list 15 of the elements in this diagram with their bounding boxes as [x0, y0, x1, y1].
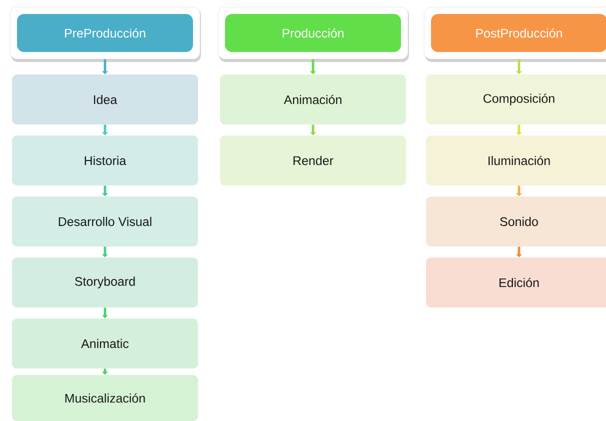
step-box: Idea	[12, 74, 198, 124]
step-box: Edición	[426, 258, 606, 308]
step-box: Iluminación	[426, 136, 606, 186]
step-box: Musicalización	[12, 375, 198, 421]
stage-header: Producción	[218, 6, 409, 62]
step-box: Historia	[12, 136, 198, 186]
step-box: Composición	[426, 74, 606, 124]
step-box: Render	[220, 136, 406, 186]
stage-header: PostProducción	[424, 6, 606, 62]
step-box: Sonido	[426, 196, 606, 246]
step-box: Desarrollo Visual	[12, 196, 198, 246]
step-box: Animatic	[12, 318, 198, 368]
stage-header: PreProducción	[10, 6, 201, 62]
step-box: Storyboard	[12, 258, 198, 308]
step-box: Animación	[220, 74, 406, 124]
